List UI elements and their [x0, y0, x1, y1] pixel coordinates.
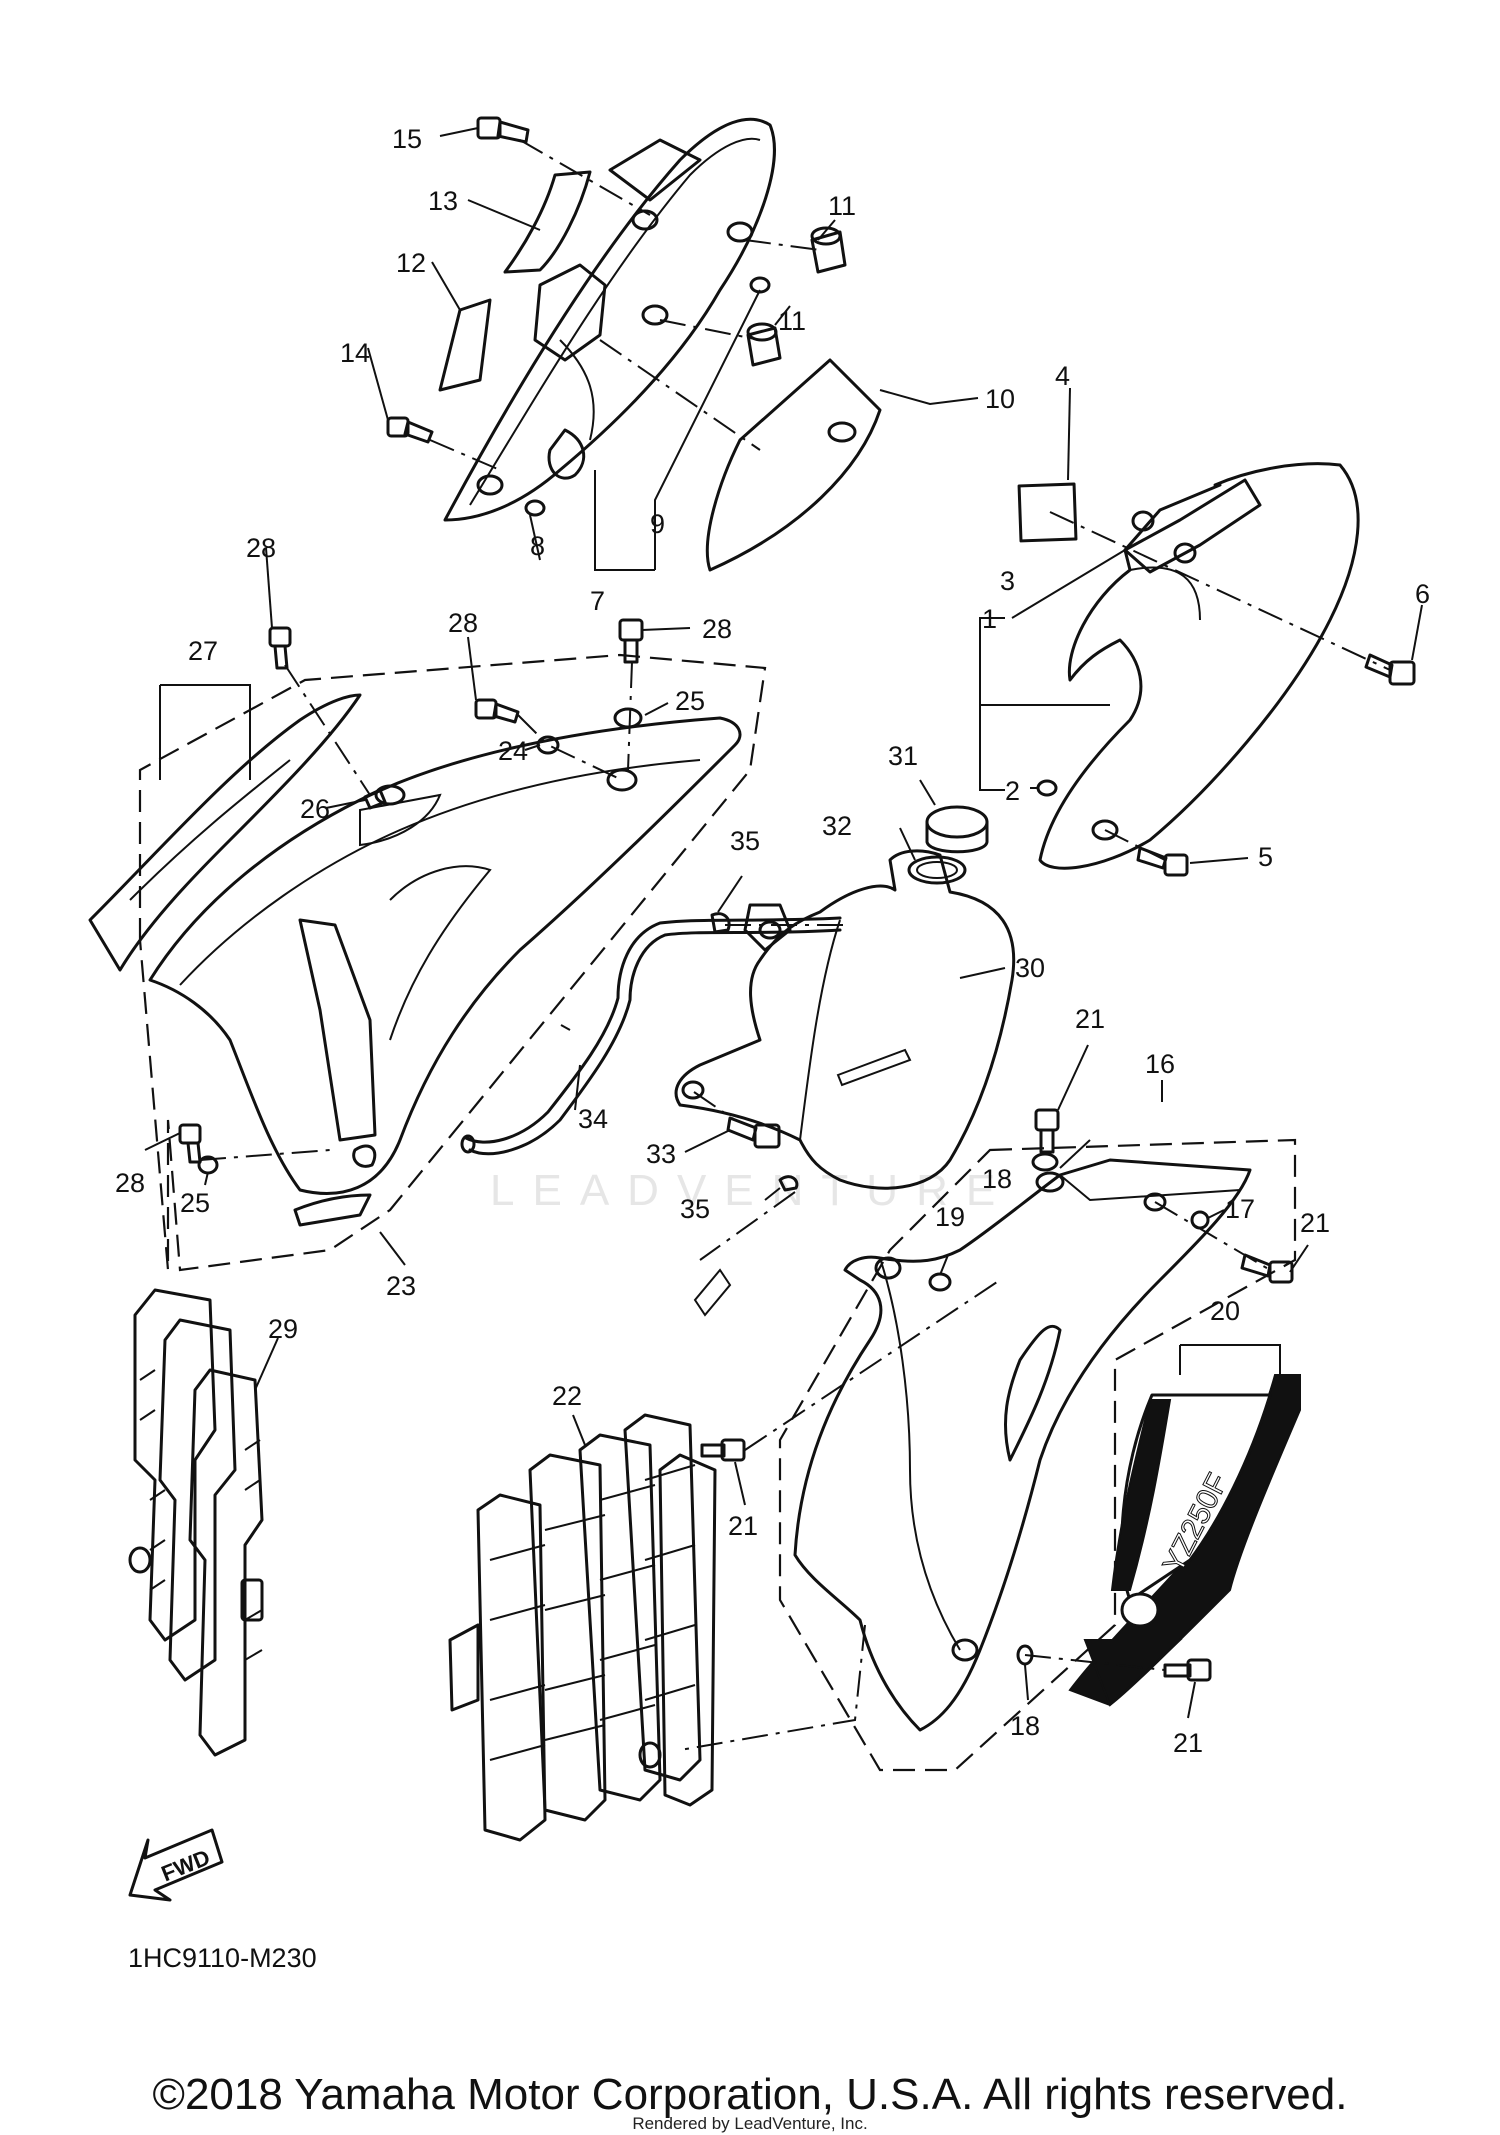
callout-21-top: 21: [1075, 1004, 1105, 1034]
radiator-guard-22: [448, 1413, 717, 1842]
callout-21-left: 21: [728, 1511, 758, 1541]
cover-foam-13: [503, 170, 592, 274]
bolt-28-d: [178, 1123, 202, 1164]
washer-8: [524, 499, 546, 517]
fuel-tank-30: [674, 849, 1016, 1190]
clip-26: [363, 788, 387, 810]
washer-25-upper: [613, 707, 643, 729]
callout-9: 9: [650, 509, 665, 539]
callout-23: 23: [386, 1271, 416, 1301]
shroud-16-group-outline: [778, 1138, 1297, 1772]
callout-20: 20: [1210, 1296, 1240, 1326]
washer-9: [749, 276, 771, 294]
callout-8: 8: [530, 531, 545, 561]
callout-28-a: 28: [246, 533, 276, 563]
callout-32: 32: [822, 811, 852, 841]
callout-11-upper: 11: [828, 191, 856, 221]
callout-21-bottom: 21: [1173, 1728, 1203, 1758]
grommet-11-upper: [810, 226, 847, 274]
bolt-5: [1136, 846, 1189, 877]
bolt-21-bottom: [1163, 1658, 1212, 1682]
callout-17: 17: [1225, 1194, 1255, 1224]
grommet-11-lower: [746, 322, 782, 367]
shroud-decal-27: [88, 693, 362, 972]
callout-13: 13: [428, 186, 458, 216]
shroud-23: [148, 716, 742, 1227]
callout-28-c: 28: [702, 614, 732, 644]
air-filter-case-cover: [443, 117, 776, 522]
bolt-21-left: [700, 1438, 746, 1462]
callout-12: 12: [396, 248, 426, 278]
callout-27: 27: [188, 636, 218, 666]
callout-10: 10: [985, 384, 1015, 414]
bolt-28-b: [474, 698, 520, 724]
bolt-33: [726, 1116, 781, 1149]
callout-2: 2: [1005, 776, 1020, 806]
callout-25-upper: 25: [675, 686, 705, 716]
cover-pad-12: [438, 298, 492, 392]
fuel-cap-31: [925, 805, 989, 854]
callout-33: 33: [646, 1139, 676, 1169]
cover-sponge-10: [705, 358, 882, 572]
callout-35-lower: 35: [680, 1194, 710, 1224]
bolt-15: [476, 116, 530, 144]
callout-31: 31: [888, 741, 918, 771]
bolt-6: [1364, 653, 1416, 686]
callout-29: 29: [268, 1314, 298, 1344]
washer-19: [928, 1272, 952, 1292]
hose-clip-35-upper: [710, 912, 731, 934]
shroud-23-group-outline: [138, 653, 767, 1272]
copyright-notice: ©2018 Yamaha Motor Corporation, U.S.A. A…: [152, 2070, 1348, 2119]
callout-3: 3: [1000, 566, 1015, 596]
shroud-16: [793, 1158, 1252, 1732]
hose-clip-35-lower: [778, 1175, 799, 1192]
callout-18-lower: 18: [1010, 1711, 1040, 1741]
callout-35-upper: 35: [730, 826, 760, 856]
callout-25-lower: 25: [180, 1188, 210, 1218]
side-cover-pad-4: [1017, 482, 1078, 543]
callout-16: 16: [1145, 1049, 1175, 1079]
callout-18-upper: 18: [982, 1164, 1012, 1194]
bolt-14: [386, 416, 434, 444]
callout-1: 1: [982, 604, 997, 634]
callout-28-d: 28: [115, 1168, 145, 1198]
shroud-decal-20: YZ250F: [1068, 1374, 1301, 1707]
bolt-28-a: [268, 626, 292, 670]
watermark-text: LEADVENTURE: [490, 1166, 1013, 1215]
callout-21-right: 21: [1300, 1208, 1330, 1238]
callout-34: 34: [578, 1104, 608, 1134]
callout-28-b: 28: [448, 608, 478, 638]
callout-4: 4: [1055, 361, 1070, 391]
diagram-code: 1HC9110-M230: [128, 1943, 317, 1973]
callout-30: 30: [1015, 953, 1045, 983]
gasket-32: [907, 855, 967, 885]
callout-11-lower: 11: [778, 306, 806, 336]
rendered-by-notice: Rendered by LeadVenture, Inc.: [632, 2114, 868, 2133]
callout-7: 7: [590, 586, 605, 616]
bolt-21-top: [1034, 1108, 1060, 1154]
callout-14: 14: [340, 338, 370, 368]
side-cover-1: [1038, 462, 1360, 870]
washer-18-upper: [1031, 1152, 1059, 1172]
fwd-arrow-icon: FWD: [128, 1828, 224, 1902]
callout-22: 22: [552, 1381, 582, 1411]
bolt-21-right: [1240, 1253, 1294, 1284]
callout-26: 26: [300, 794, 330, 824]
callout-6: 6: [1415, 579, 1430, 609]
callout-5: 5: [1258, 842, 1273, 872]
washer-2: [1036, 779, 1058, 797]
washer-17: [1190, 1210, 1210, 1230]
callout-15: 15: [392, 124, 422, 154]
callout-24: 24: [498, 736, 528, 766]
radiator-guard-29: [128, 1288, 264, 1757]
callout-19: 19: [935, 1202, 965, 1232]
